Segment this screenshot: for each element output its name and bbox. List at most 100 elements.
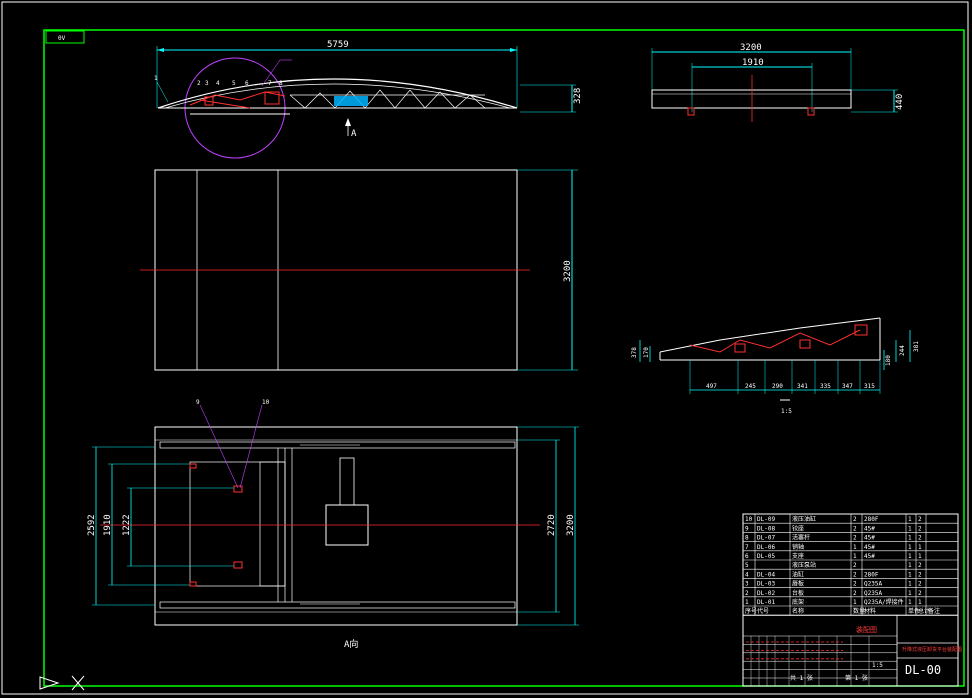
end-inner-dim: 1910	[742, 58, 764, 68]
callout-10: 10	[262, 399, 270, 406]
bottom-dim-2592: 2592	[87, 514, 97, 536]
bom-cell-code: DL-01	[757, 599, 775, 606]
bom-cell-b: 1	[918, 599, 922, 606]
origin-marker	[39, 675, 85, 691]
bom-cell-code: DL-08	[757, 525, 775, 532]
detail-dim-4: 335	[820, 383, 831, 390]
bom-cell-material: 45#	[864, 544, 875, 551]
bom-cell-b: 2	[918, 516, 922, 523]
bom-cell-qty: 2	[853, 516, 857, 523]
bom-cell-material: 45#	[864, 553, 875, 560]
callout-1: 1	[154, 75, 158, 82]
detail-dim-2: 290	[772, 383, 783, 390]
bom-cell-b: 2	[918, 535, 922, 542]
side-view: 5759 328 1 2 3 4	[154, 40, 583, 159]
callout-5: 5	[232, 80, 236, 87]
corner-tag: 0V	[45, 30, 85, 44]
bom-cell-a: 1	[908, 581, 912, 588]
bom-cell-material: 280F	[864, 571, 879, 578]
bom-cell-qty: 1	[853, 544, 857, 551]
detail-dim-0: 497	[706, 383, 717, 390]
side-mechanism	[189, 91, 286, 109]
bom-cell-qty: 2	[853, 525, 857, 532]
detail-mechanism	[689, 324, 868, 353]
bom-cell-a: 1	[908, 553, 912, 560]
bom-cell-qty: 2	[853, 581, 857, 588]
bom-cell-name: 唇板	[792, 580, 804, 588]
bom-cell-qty: 1	[853, 599, 857, 606]
bom-cell-name: 液压油缸	[792, 515, 816, 523]
bom-cell-no: 2	[745, 590, 749, 597]
bom-cell-a: 1	[908, 535, 912, 542]
bom-header-qty: 数量	[853, 607, 865, 615]
detail-right-b: 244	[899, 345, 906, 356]
bom-cell-b: 2	[918, 590, 922, 597]
bom-cell-a: 1	[908, 599, 912, 606]
bom-cell-code: DL-04	[757, 571, 775, 578]
bom-cell-name: 铰座	[792, 524, 804, 532]
detail-left-a: 378	[631, 347, 638, 358]
bom-cell-no: 9	[745, 525, 749, 532]
callout-2: 2	[197, 80, 201, 87]
bom-cell-a: 1	[908, 571, 912, 578]
bom-cell-b: 2	[918, 562, 922, 569]
side-height-dim: 328	[573, 88, 583, 104]
bom-cell-material: Q235A/焊接件	[864, 598, 904, 606]
detail-mid: 180	[885, 355, 892, 366]
tb-sheet-no: 第 1 张	[845, 674, 868, 682]
detail-left-b: 170	[643, 347, 650, 358]
bom-cell-material: 45#	[864, 535, 875, 542]
bom-cell-name: 油缸	[792, 570, 804, 578]
bom-cell-no: 4	[745, 571, 749, 578]
bom-cell-qty: 2	[853, 535, 857, 542]
detail-view: 497 245 290 341 335 347 315 378 170 381 …	[631, 317, 920, 415]
bom-header-name: 名称	[792, 607, 804, 615]
detail-dim-1: 245	[745, 383, 756, 390]
side-length-dim: 5759	[327, 40, 349, 50]
bom-cell-b: 1	[918, 544, 922, 551]
end-height-dim: 440	[895, 94, 905, 110]
tb-sheet-total: 共 1 张	[790, 674, 813, 682]
callout-4: 4	[216, 80, 220, 87]
bom-cell-code: DL-02	[757, 590, 775, 597]
end-width-dim: 3200	[740, 43, 762, 53]
bom-cell-name: 台板	[792, 589, 804, 597]
bom-cell-no: 1	[745, 599, 749, 606]
callout-7: 7	[268, 80, 272, 87]
bom-cell-a: 1	[908, 525, 912, 532]
detail-dim-3: 341	[797, 383, 808, 390]
bom-cell-b: 2	[918, 581, 922, 588]
bom-cell-no: 5	[745, 562, 749, 569]
bom-cell-no: 7	[745, 544, 749, 551]
callout-9: 9	[196, 399, 200, 406]
bom-header-material: 材料	[864, 607, 876, 615]
top-view: 3200	[140, 169, 578, 371]
bottom-dim-3200: 3200	[566, 514, 576, 536]
top-width-dim: 3200	[563, 260, 573, 282]
bom-header-a: 单件	[908, 607, 920, 615]
bom-cell-code: DL-03	[757, 581, 775, 588]
bom-cell-qty: 2	[853, 562, 857, 569]
view-a-label: A	[351, 129, 357, 139]
bom-cell-name: 销轴	[792, 543, 804, 551]
bottom-dim-2720: 2720	[547, 514, 557, 536]
detail-right-a: 381	[913, 341, 920, 352]
bom-cell-a: 1	[908, 562, 912, 569]
bom-header-note: 备注	[928, 607, 940, 615]
callout-3: 3	[205, 80, 209, 87]
callout-8: 8	[279, 80, 283, 87]
detail-dim-6: 315	[864, 383, 875, 390]
bom-cell-code: DL-06	[757, 544, 775, 551]
bom-cell-code: DL-07	[757, 535, 775, 542]
bom-cell-no: 8	[745, 535, 749, 542]
bom-cell-no: 3	[745, 581, 749, 588]
view-a-caption: A向	[344, 638, 358, 650]
bom-cell-name: 液压泵站	[792, 561, 816, 569]
bom-cell-a: 1	[908, 516, 912, 523]
bom-header-b: 总计	[918, 607, 930, 615]
drawing-code: DL-00	[905, 663, 941, 677]
corner-tag-text: 0V	[58, 35, 66, 42]
detail-dim-5: 347	[842, 383, 853, 390]
